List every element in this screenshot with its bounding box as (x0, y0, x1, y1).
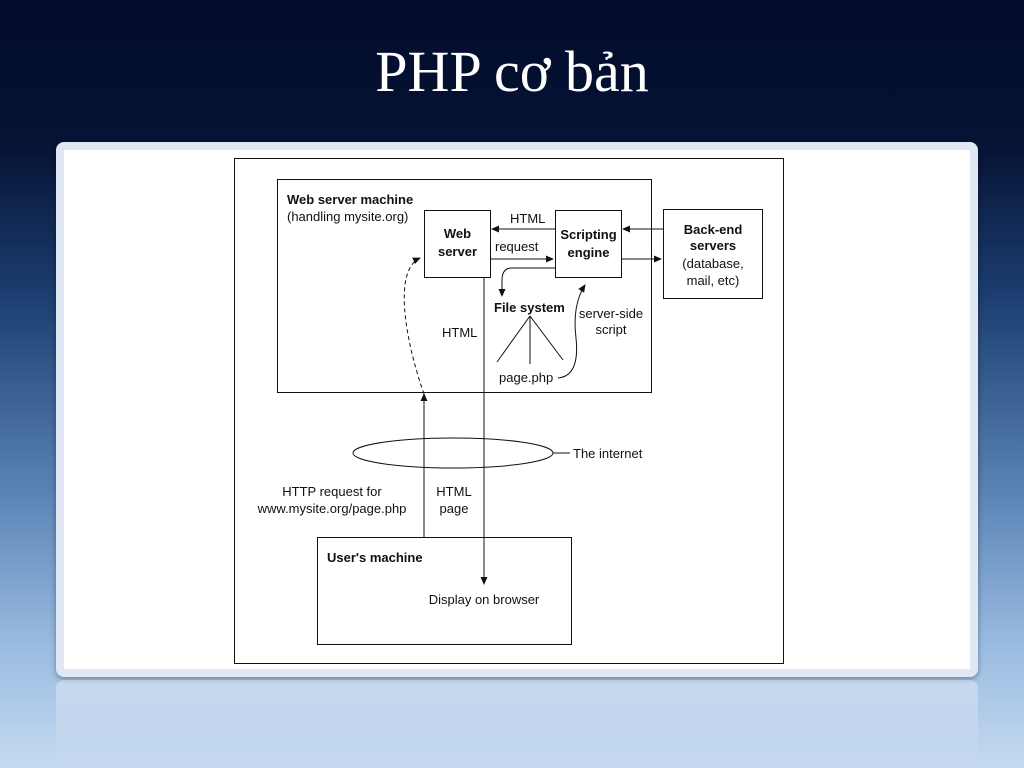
backend-label-1: Back-end (684, 222, 743, 237)
dashed-request-arrow (403, 257, 425, 395)
html-top-label: HTML (510, 211, 545, 226)
filesystem-tree-left (496, 315, 531, 363)
web-server-label-1: Web (444, 226, 471, 241)
internet-label: The internet (573, 446, 643, 461)
scripting-engine-box (555, 210, 622, 278)
slide-title: PHP cơ bản (375, 39, 649, 104)
page-php-label: page.php (499, 370, 553, 385)
request-label: request (495, 239, 539, 254)
display-on-browser-label: Display on browser (429, 592, 540, 607)
scripting-engine-label-2: engine (568, 245, 610, 260)
html-page-label-1: HTML (436, 484, 471, 499)
frame-reflection (56, 680, 978, 768)
engine-to-filesystem-arrow (498, 267, 555, 297)
users-machine-title: User's machine (327, 550, 423, 565)
server-side-label-2: script (595, 322, 626, 337)
html-left-label: HTML (442, 325, 477, 340)
users-machine-box (317, 537, 572, 645)
file-system-label: File system (494, 300, 565, 315)
html-page-label-2: page (440, 501, 469, 516)
diagram-frame (56, 142, 978, 677)
http-request-label-2: www.mysite.org/page.php (257, 501, 407, 516)
backend-label-2: servers (690, 238, 736, 253)
figure-border (234, 158, 784, 664)
internet-ellipse (352, 437, 554, 469)
web-server-machine-box (277, 179, 652, 393)
http-request-label-1: HTTP request for (282, 484, 382, 499)
filesystem-tree-right (529, 315, 564, 361)
server-side-label-1: server-side (579, 306, 643, 321)
backend-label-4: mail, etc) (687, 273, 740, 288)
backend-servers-box (663, 209, 763, 299)
scripting-engine-label-1: Scripting (560, 227, 616, 242)
web-server-machine-title: Web server machine (287, 192, 413, 207)
web-server-label-2: server (438, 244, 477, 259)
web-server-machine-subtitle: (handling mysite.org) (287, 209, 408, 224)
backend-label-3: (database, (682, 256, 743, 271)
server-side-script-arrow (557, 284, 586, 379)
web-server-box (424, 210, 491, 278)
